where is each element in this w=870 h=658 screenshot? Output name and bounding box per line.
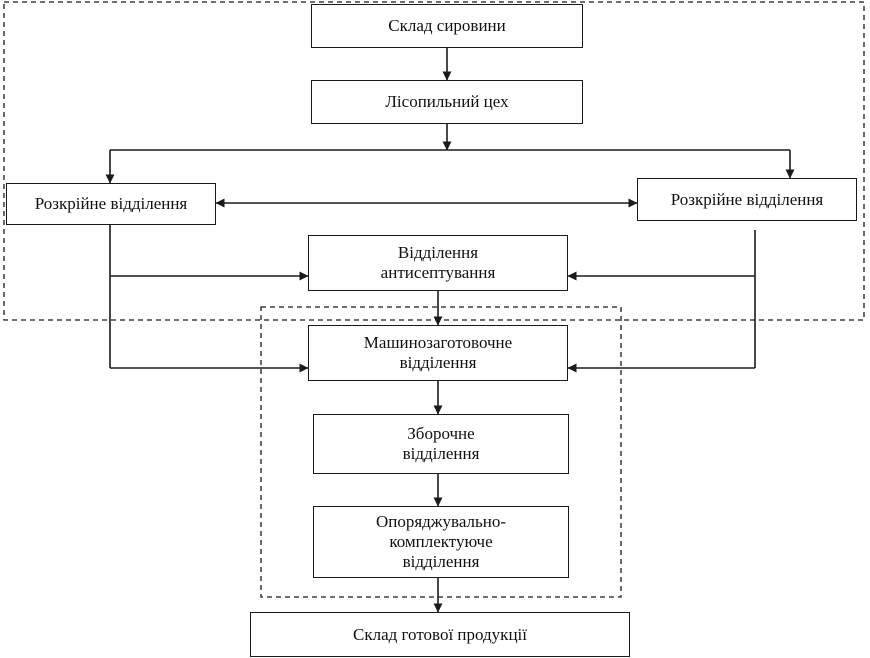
node-finishing-department: Опоряджувально- комплектуюче відділення [313,506,569,578]
node-antiseptic-department: Відділення антисептування [308,235,568,291]
node-machining-department: Машинозаготовочне відділення [308,325,568,381]
dashed-region-lower [260,306,622,598]
node-cutting-department-right: Розкрійне відділення [637,178,857,221]
dashed-region-upper [3,1,865,321]
node-raw-materials-warehouse: Склад сировини [311,4,583,48]
node-finished-goods-warehouse: Склад готової продукції [250,612,630,657]
node-cutting-department-left: Розкрійне відділення [6,183,216,225]
node-assembly-department: Зборочне відділення [313,414,569,474]
node-sawmill: Лісопильний цех [311,80,583,124]
